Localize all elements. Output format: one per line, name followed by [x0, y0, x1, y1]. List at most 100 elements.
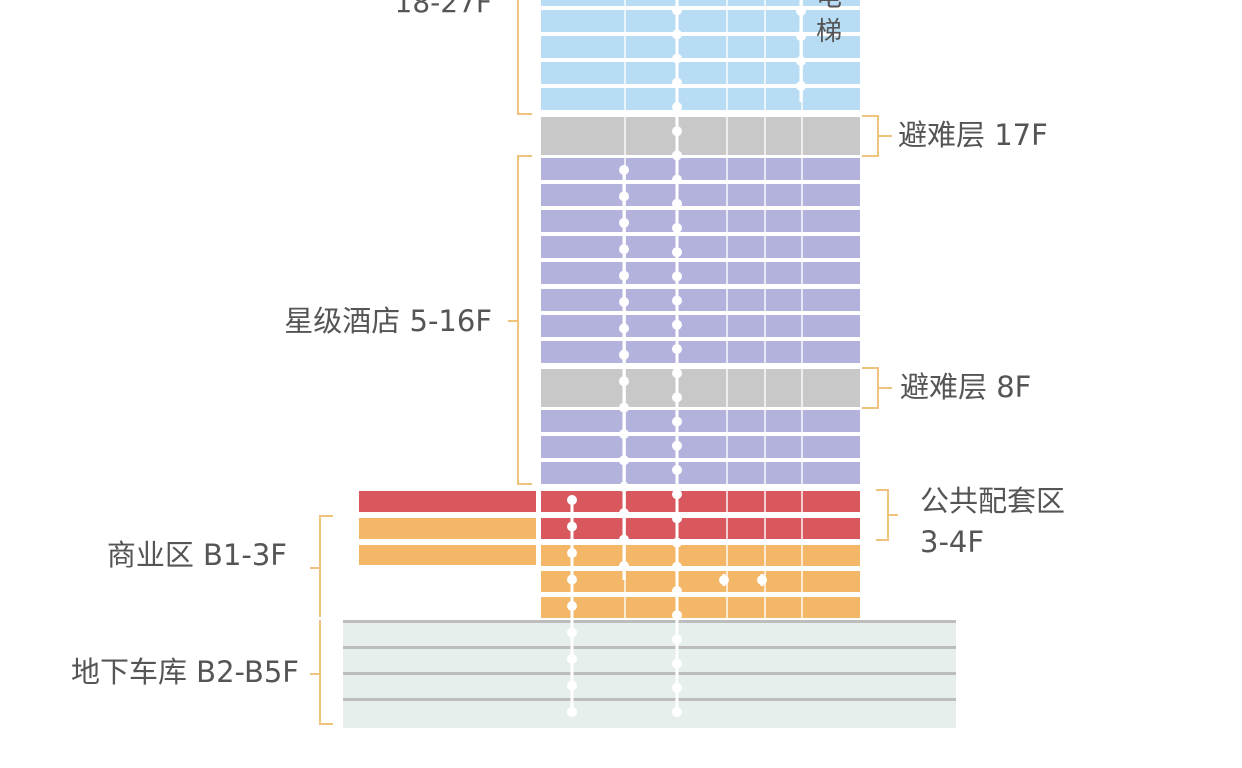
- floor-stack: [343, 0, 956, 728]
- riser-office-stop-1: [796, 6, 806, 16]
- riser-hotel-stop-1: [619, 191, 629, 202]
- label-top-section: 18-27F: [395, 0, 492, 19]
- riser-hotel-stop-6: [619, 323, 629, 334]
- riser-main-stop-23: [672, 537, 682, 548]
- riser-main-stop-15: [672, 344, 682, 354]
- label-hotel: 星级酒店 5-16F: [284, 304, 492, 338]
- floor-office-2: [541, 36, 860, 58]
- label-commercial: 商业区 B1-3F: [107, 538, 287, 572]
- riser-main-stop-20: [672, 465, 682, 475]
- floor-commercial-0: [541, 545, 860, 566]
- riser-main-stop-3: [672, 53, 682, 64]
- riser-main-stop-22: [672, 513, 682, 524]
- garage-slab-2: [343, 672, 956, 675]
- riser-main-stop-28: [672, 658, 682, 669]
- riser-garage-commercial-stop-0: [567, 495, 577, 505]
- riser-hotel-stop-9: [619, 402, 629, 413]
- riser-main-stop-8: [672, 174, 682, 185]
- riser-main-stop-24: [672, 561, 682, 572]
- floor-hotel-upper-0: [541, 158, 860, 180]
- floor-hotel-lower-1: [541, 436, 860, 458]
- riser-main-stop-4: [672, 77, 682, 88]
- floor-office-0: [541, 0, 860, 6]
- section-brackets: [310, 0, 898, 725]
- riser-hotel-stop-0: [619, 165, 629, 175]
- floor-hotel-upper-5: [541, 289, 860, 311]
- floor-commercial-1: [541, 571, 860, 592]
- bracket-public: [876, 489, 898, 541]
- riser-garage-commercial-stop-6: [567, 654, 577, 664]
- label-public-line1: 公共配套区: [920, 484, 1065, 518]
- riser-hotel-stop-8: [619, 376, 629, 387]
- riser-garage-commercial-stop-8: [567, 707, 577, 717]
- riser-hotel-stop-3: [619, 244, 629, 255]
- riser-main-stop-10: [672, 223, 682, 233]
- riser-hotel-stop-7: [619, 349, 629, 360]
- riser-garage-commercial-stop-2: [567, 548, 577, 558]
- garage-slab-0: [343, 620, 956, 623]
- floor-hotel-upper-7: [541, 341, 860, 363]
- riser-main-stop-14: [672, 319, 682, 330]
- riser-main-stop-30: [672, 707, 682, 717]
- riser-hotel-stop-11: [619, 455, 629, 466]
- floor-public-1: [541, 518, 860, 539]
- floor-hotel-upper-2: [541, 210, 860, 232]
- riser-main-stop-6: [672, 126, 682, 137]
- riser-main-stop-19: [672, 440, 682, 451]
- floor-podium-1: [359, 518, 536, 539]
- riser-garage-commercial-stop-1: [567, 521, 577, 532]
- bracket-refuge-17f: [862, 115, 892, 157]
- riser-garage-commercial-stop-7: [567, 680, 577, 691]
- bracket-top-section: [517, 0, 532, 115]
- riser-hotel-stop-5: [619, 297, 629, 307]
- riser-main-stop-5: [672, 102, 682, 112]
- riser-main-stop-1: [672, 5, 682, 16]
- riser-hotel-stop-14: [619, 534, 629, 545]
- riser-main-stop-7: [672, 150, 682, 161]
- elevator-risers: [567, 0, 806, 717]
- floor-hotel-upper-4: [541, 262, 860, 284]
- label-garage: 地下车库 B2-B5F: [71, 655, 299, 689]
- riser-main-stop-2: [672, 29, 682, 40]
- riser-garage-commercial-stop-4: [567, 601, 577, 611]
- floor-hotel-upper-6: [541, 315, 860, 337]
- riser-main-stop-13: [672, 295, 682, 306]
- riser-hotel-stop-15: [619, 561, 629, 571]
- riser-office-stop-3: [796, 56, 806, 66]
- riser-main-stop-9: [672, 198, 682, 209]
- floor-office-1: [541, 10, 860, 32]
- riser-garage-commercial-stop-5: [567, 627, 577, 638]
- label-elevator-char1: 电: [816, 0, 842, 13]
- riser-main-stop-18: [672, 416, 682, 427]
- floor-podium-0: [359, 491, 536, 512]
- floor-hotel-lower-2: [541, 462, 860, 484]
- label-refuge-upper: 避难层 17F: [898, 118, 1048, 152]
- riser-main-stop-26: [672, 610, 682, 621]
- riser-hotel-stop-13: [619, 508, 629, 519]
- riser-office-stop-4: [796, 81, 806, 91]
- riser-main-stop-12: [672, 271, 682, 282]
- riser-main-stop-16: [672, 368, 682, 379]
- bracket-commercial: [310, 515, 333, 617]
- garage-slab-1: [343, 646, 956, 649]
- bracket-hotel: [508, 155, 532, 485]
- floor-hotel-upper-1: [541, 184, 860, 206]
- floor-refuge-8f: [541, 369, 860, 407]
- label-elevator-char2: 梯: [816, 17, 842, 47]
- riser-main-stop-17: [672, 392, 682, 403]
- bracket-refuge-8f: [862, 367, 892, 409]
- floor-commercial-2: [541, 597, 860, 618]
- label-refuge-lower: 避难层 8F: [900, 370, 1031, 404]
- riser-main-stop-29: [672, 682, 682, 693]
- label-public-line2: 3-4F: [920, 525, 984, 559]
- riser-garage-commercial-stop-3: [567, 574, 577, 585]
- garage-slab-3: [343, 698, 956, 701]
- riser-office-stop-2: [796, 31, 806, 41]
- floor-public-0: [541, 491, 860, 512]
- bracket-garage: [310, 620, 333, 725]
- riser-hotel-stop-2: [619, 217, 629, 228]
- floor-refuge-17f: [541, 117, 860, 155]
- riser-main-stop-25: [672, 586, 682, 596]
- floor-hotel-lower-0: [541, 410, 860, 432]
